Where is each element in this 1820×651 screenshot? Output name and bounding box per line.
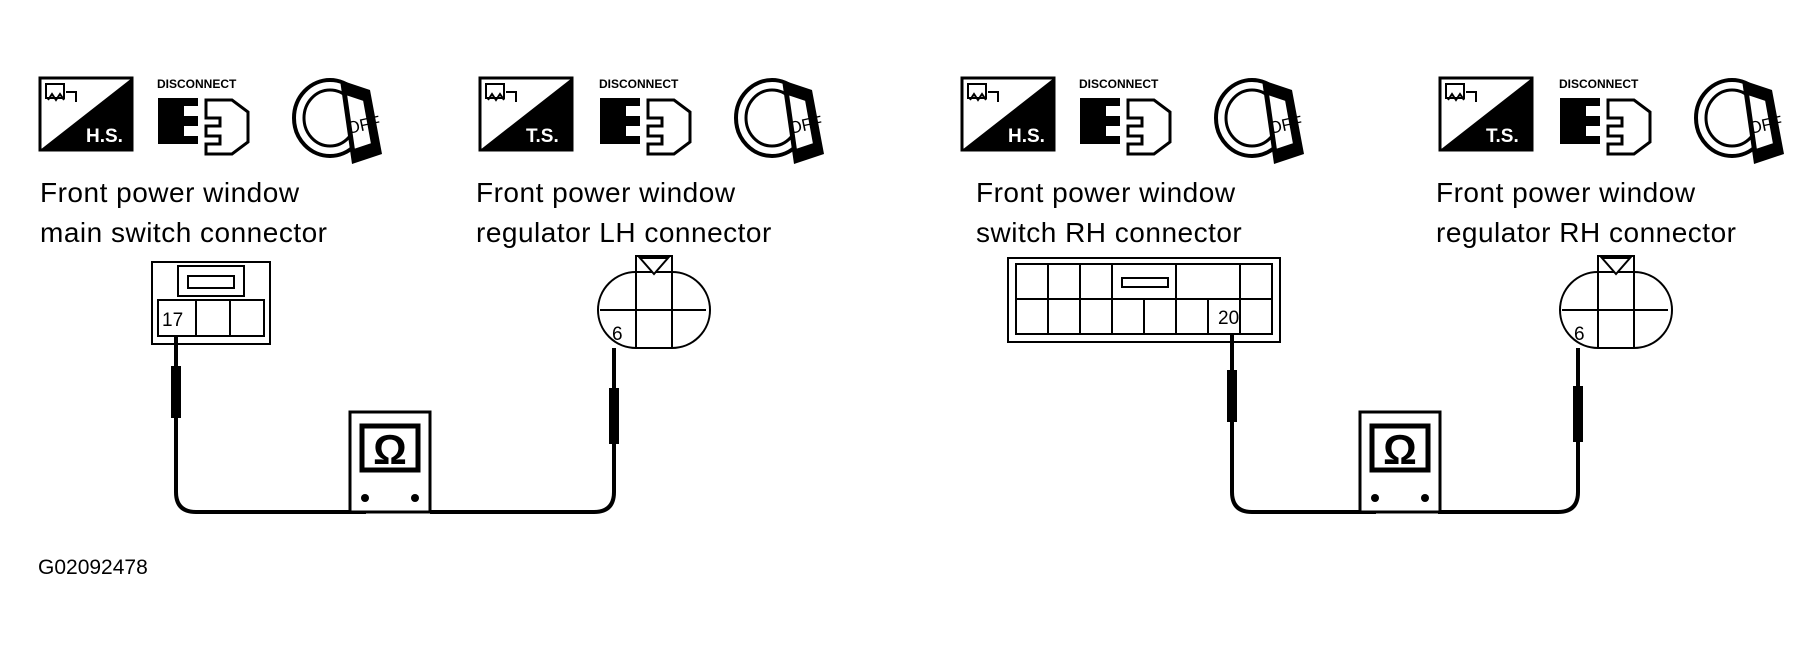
svg-text:DISCONNECT: DISCONNECT bbox=[1079, 77, 1159, 91]
connector-b-label-line1: Front power window bbox=[476, 177, 736, 208]
ignition-key-off-icon: OFF bbox=[292, 78, 384, 166]
probe bbox=[609, 388, 619, 444]
disconnect-icon: DISCONNECT bbox=[1078, 77, 1172, 156]
svg-text:DISCONNECT: DISCONNECT bbox=[599, 77, 679, 91]
pin-label: 17 bbox=[162, 310, 183, 331]
probe bbox=[1573, 386, 1583, 442]
terminal-side-icon: T.S. bbox=[478, 76, 574, 152]
svg-text:Ω: Ω bbox=[373, 426, 407, 473]
connector-b-label-line2: regulator RH connector bbox=[1436, 217, 1736, 248]
pin-label: 6 bbox=[1574, 324, 1585, 345]
disconnect-icon: DISCONNECT bbox=[1558, 77, 1652, 156]
test-leads bbox=[1230, 334, 1580, 514]
connector-a-label-line1: Front power window bbox=[40, 177, 300, 208]
svg-text:H.S.: H.S. bbox=[86, 126, 123, 147]
switch-rh-connector: 20 bbox=[1007, 257, 1281, 343]
disconnect-icon: DISCONNECT bbox=[156, 77, 250, 156]
terminal-side-icon: T.S. bbox=[1438, 76, 1534, 152]
ignition-key-off-icon: OFF bbox=[1694, 78, 1786, 166]
svg-text:T.S.: T.S. bbox=[526, 126, 559, 147]
harness-side-icon: H.S. bbox=[960, 76, 1056, 152]
svg-text:T.S.: T.S. bbox=[1486, 126, 1519, 147]
ignition-key-off-icon: OFF bbox=[1214, 78, 1306, 166]
pin-label: 20 bbox=[1218, 308, 1239, 329]
regulator-lh-connector: 6 bbox=[597, 255, 711, 349]
connector-b-label-line1: Front power window bbox=[1436, 177, 1696, 208]
test-leads bbox=[174, 336, 616, 514]
ohmmeter-icon: Ω bbox=[1360, 412, 1440, 512]
connector-a-label-line2: main switch connector bbox=[40, 217, 328, 248]
svg-text:DISCONNECT: DISCONNECT bbox=[1559, 77, 1639, 91]
pin-label: 6 bbox=[612, 324, 623, 345]
regulator-rh-connector: 6 bbox=[1559, 255, 1673, 349]
ignition-key-off-icon: OFF bbox=[734, 78, 826, 166]
svg-text:Ω: Ω bbox=[1383, 426, 1417, 473]
probe bbox=[1227, 370, 1237, 422]
connector-a-label-line2: switch RH connector bbox=[976, 217, 1242, 248]
figure-id: G02092478 bbox=[38, 556, 148, 579]
main-switch-connector: 17 bbox=[151, 261, 271, 345]
connector-b-label-line2: regulator LH connector bbox=[476, 217, 772, 248]
harness-side-icon: H.S. bbox=[38, 76, 134, 152]
svg-text:DISCONNECT: DISCONNECT bbox=[157, 77, 237, 91]
svg-text:H.S.: H.S. bbox=[1008, 126, 1045, 147]
panel-left: H.S. DISCONNECT OFF T.S. DISCONNECT OFF … bbox=[38, 76, 826, 514]
disconnect-icon: DISCONNECT bbox=[598, 77, 692, 156]
ohmmeter-icon: Ω bbox=[350, 412, 430, 512]
probe bbox=[171, 366, 181, 418]
connector-a-label-line1: Front power window bbox=[976, 177, 1236, 208]
panel-right: H.S. DISCONNECT OFF T.S. DISCONNECT OFF … bbox=[960, 76, 1786, 514]
